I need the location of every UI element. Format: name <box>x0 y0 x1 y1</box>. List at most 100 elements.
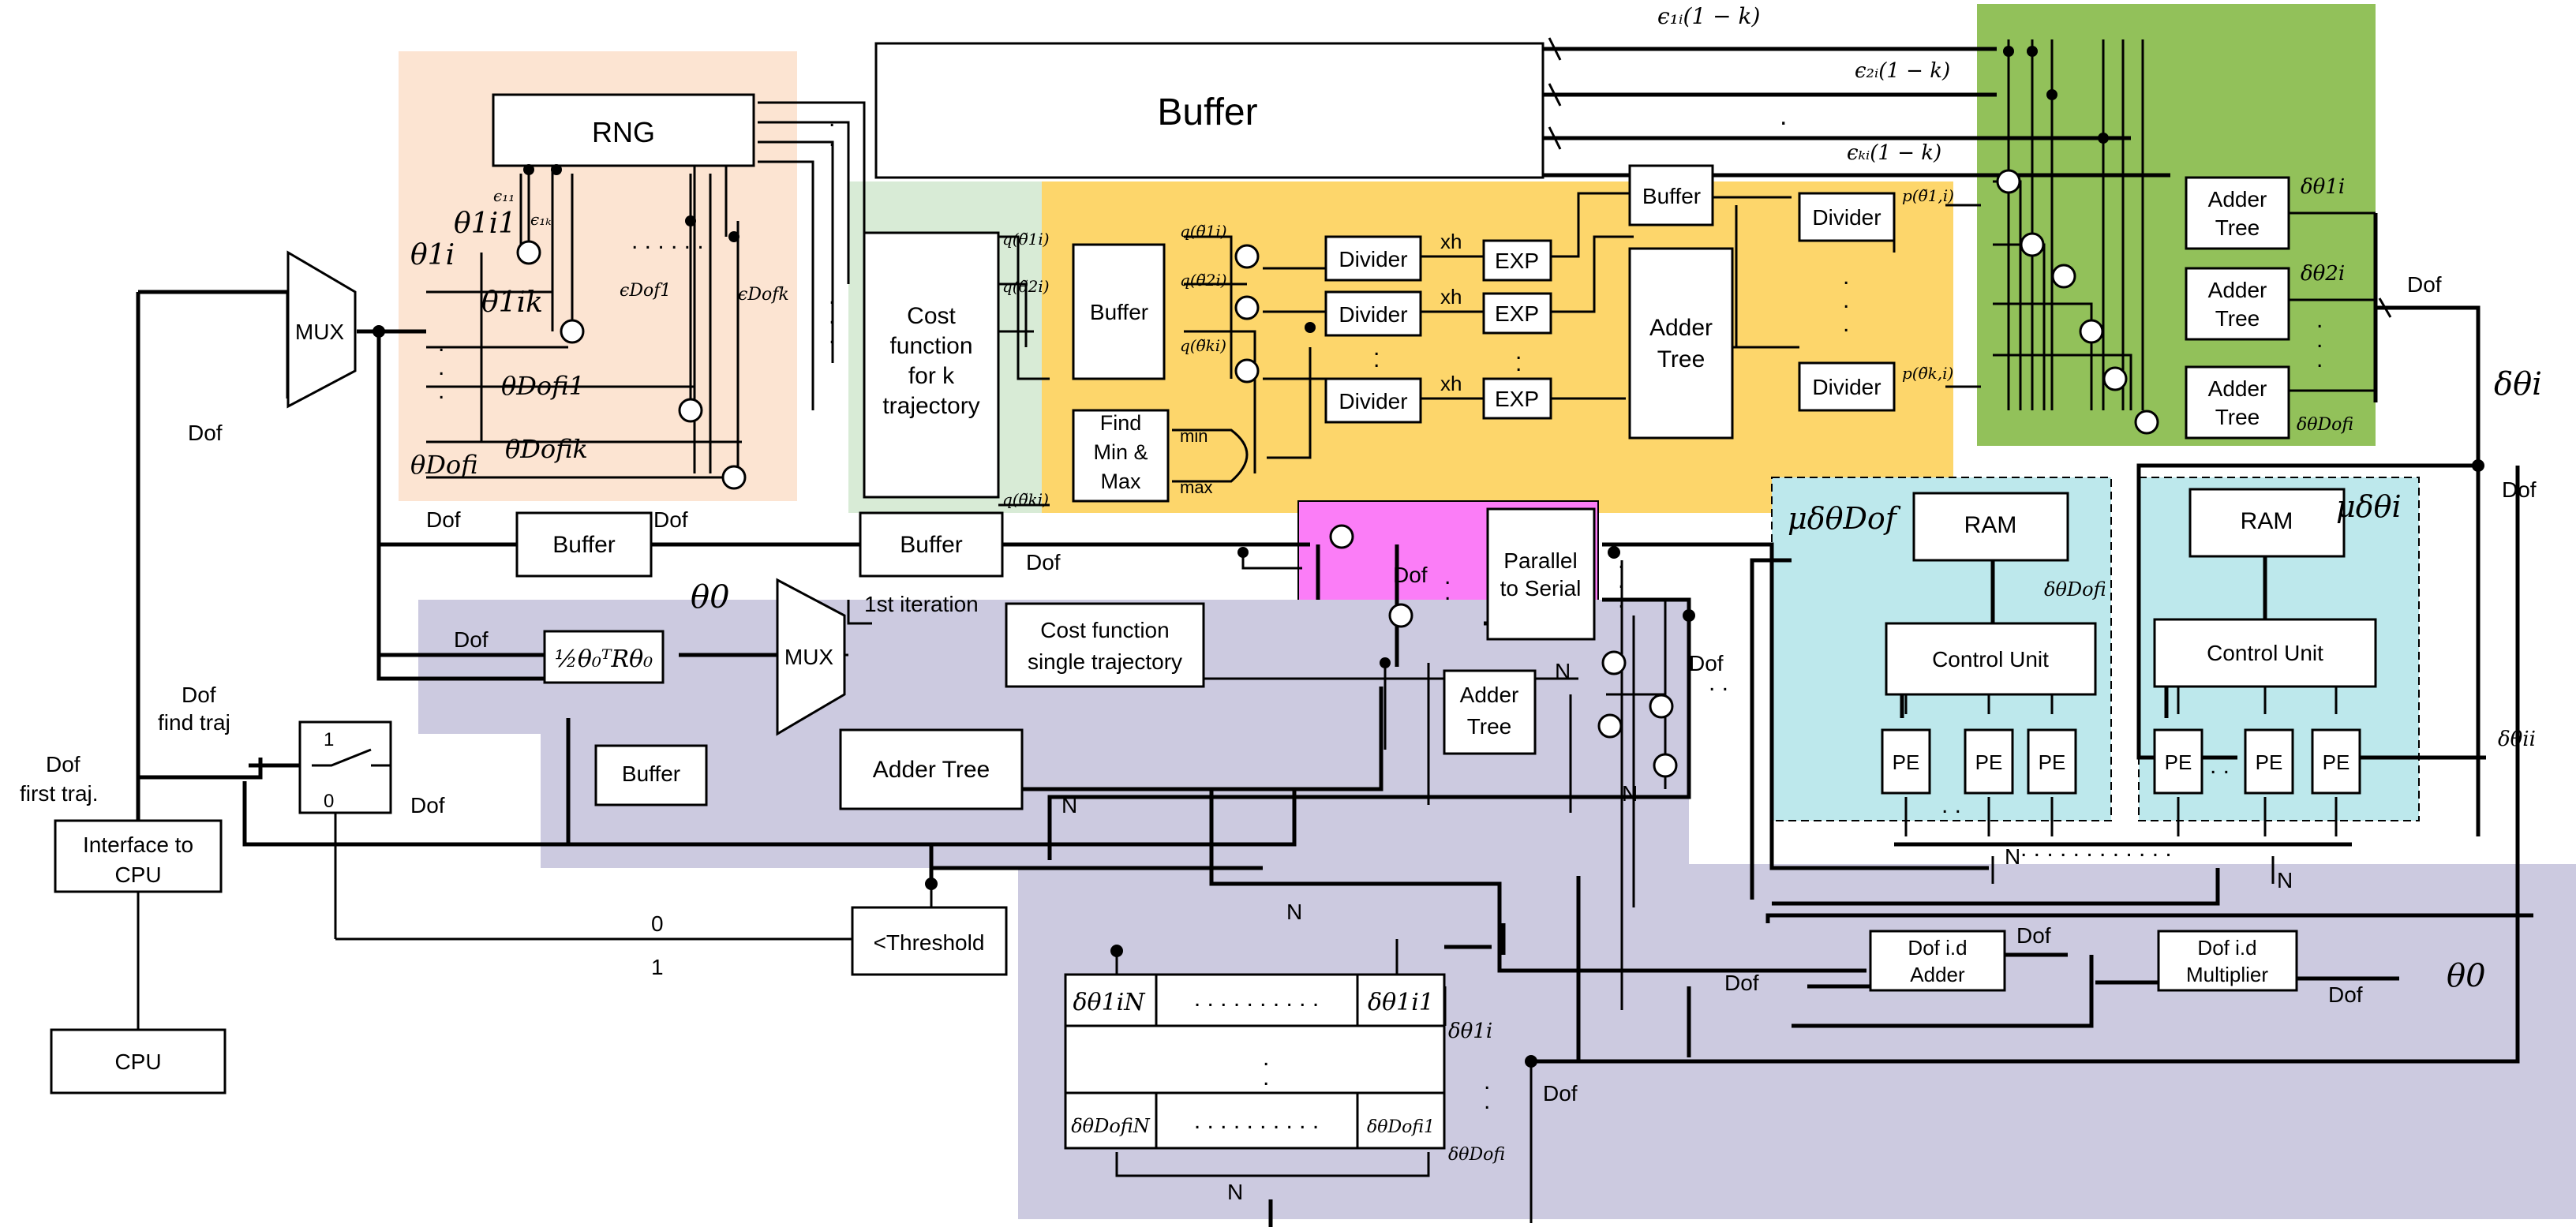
svg-text:.: . <box>829 106 835 132</box>
svg-text:.: . <box>829 283 835 309</box>
exp-3-box <box>1482 377 1552 420</box>
label-eps11: ϵ₁₁ <box>493 186 515 205</box>
divider-1-label: Divider <box>1339 247 1407 271</box>
divider-1-box <box>1324 235 1422 282</box>
label-dof-buf1: Dof <box>426 507 461 532</box>
buffer-dof1-label: Buffer <box>552 532 616 558</box>
buffer-low-box <box>594 744 708 806</box>
svg-text:.: . <box>1484 1068 1490 1094</box>
label-thetadofi1: θDofi1 <box>501 371 585 401</box>
dof-adder-line-2: Adder <box>1910 963 1965 986</box>
svg-text:.: . <box>1618 548 1624 574</box>
label-n-3: N <box>1227 1180 1243 1204</box>
label-dof-first: Dof <box>46 752 80 776</box>
cost-k-line-1: Cost <box>907 303 956 329</box>
parallel-serial-line-2: to Serial <box>1500 576 1582 601</box>
find-minmax-line-2: Min & <box>1093 440 1148 464</box>
label-delta2: δθ2i <box>2301 262 2345 286</box>
adder-tree-g3-line-2: Tree <box>2215 405 2260 429</box>
label-xh-2: xh <box>1440 285 1462 309</box>
adder-tree-g3-box <box>2185 365 2290 440</box>
svg-text:.: . <box>829 303 835 329</box>
divider-3-box <box>1324 377 1422 424</box>
pe-blocks <box>1881 728 2361 795</box>
threshold-label: <Threshold <box>874 930 985 955</box>
label-dof-buf1b: Dof <box>653 507 688 532</box>
label-n-1: N <box>1061 793 1077 818</box>
divider-r1-box <box>1798 192 1896 242</box>
svg-text:.: . <box>1515 339 1522 365</box>
threshold-box <box>851 906 1008 976</box>
label-first-traj: first traj. <box>20 781 99 806</box>
buffer-main-label: Buffer <box>1157 92 1257 133</box>
adder-tree-small-box <box>1443 669 1537 755</box>
svg-text:. .: . . <box>1941 792 1961 818</box>
junction-dots <box>373 46 2484 1068</box>
svg-text:. . . . . .: . . . . . . <box>631 228 704 254</box>
adder-tree-g2-line-2: Tree <box>2215 306 2260 331</box>
delta-matrix-grid <box>1065 975 1444 1148</box>
delta-matrix-box <box>1064 973 1446 1150</box>
svg-text:. . . . . . . . . . . .: . . . . . . . . . . . . <box>2020 836 2172 862</box>
interface-cpu-box <box>54 819 223 893</box>
ram-1-label: RAM <box>1964 512 2017 538</box>
control-unit-2-box <box>2153 618 2377 688</box>
label-deltadof: δθDofi <box>2297 415 2353 435</box>
adder-tree-mid-box <box>839 728 1024 810</box>
divider-2-box <box>1324 290 1422 337</box>
wiring <box>136 37 2533 1227</box>
adder-tree-g2-box <box>2185 267 2290 341</box>
label-mu-dof: μδθDof <box>1788 501 1901 536</box>
rng-box <box>492 93 755 167</box>
operator-symbols <box>516 169 2159 778</box>
pe-4-label: PE <box>2165 750 2192 774</box>
svg-text:.: . <box>829 323 835 349</box>
svg-text:. .: . . <box>1709 670 1728 696</box>
label-n-2: N <box>1286 900 1302 924</box>
dof-adder-box <box>1869 930 2006 992</box>
label-theta1i1: θ1i1 <box>454 208 516 240</box>
svg-text:.: . <box>1843 287 1849 313</box>
adder-tree-exp-line-1: Adder <box>1649 315 1713 341</box>
control-unit-2-label: Control Unit <box>2207 641 2323 665</box>
matrix-dots-bottom: . . . . . . . . . . <box>1194 1108 1319 1134</box>
exp-2-label: EXP <box>1495 301 1539 326</box>
svg-text:.: . <box>1843 264 1849 290</box>
adder-tree-mid-label: Adder Tree <box>873 757 990 783</box>
label-dof-right: Dof <box>2502 477 2537 502</box>
label-dof-switch: Dof <box>410 793 445 818</box>
label-xh-1: xh <box>1440 230 1462 253</box>
cost-single-line-2: single trajectory <box>1028 649 1182 674</box>
label-min: min <box>1180 426 1208 446</box>
svg-text:.: . <box>1618 587 1624 613</box>
pe-2-label: PE <box>1975 750 2003 774</box>
adder-tree-g1-box <box>2185 176 2290 250</box>
parallel-serial-box <box>1486 507 1596 641</box>
adder-tree-g1-line-1: Adder <box>2208 187 2267 211</box>
adder-tree-small-line-2: Tree <box>1467 714 1512 739</box>
divider-2-label: Divider <box>1339 302 1407 327</box>
mux-mid-label: MUX <box>784 645 834 669</box>
matrix-b: δθ1i1 <box>1368 989 1434 1016</box>
mux-top-shape <box>286 250 357 409</box>
adder-tree-g2-line-1: Adder <box>2208 278 2267 302</box>
svg-text:.: . <box>1373 335 1380 361</box>
dof-multiplier-box <box>2157 930 2298 992</box>
dof-adder-line-1: Dof i.d <box>1908 936 1967 960</box>
svg-text:.: . <box>2316 307 2323 333</box>
dof-multiplier-line-2: Multiplier <box>2186 963 2268 986</box>
matrix-d: δθDofi1 <box>1367 1117 1435 1137</box>
label-n-4: N <box>1555 659 1571 683</box>
svg-text:.: . <box>438 331 444 357</box>
label-delta-theta-i: δθi <box>2494 366 2542 402</box>
cpu-label: CPU <box>114 1050 161 1074</box>
adder-tree-g3-line-1: Adder <box>2208 376 2267 401</box>
divider-r1-label: Divider <box>1812 205 1881 230</box>
adder-tree-region <box>1977 4 2376 446</box>
label-mu-i: μδθi <box>2336 489 2402 524</box>
switch-contact <box>312 748 391 767</box>
ram-2-label: RAM <box>2241 508 2293 534</box>
label-dof-adder-in: Dof <box>1724 971 1759 995</box>
